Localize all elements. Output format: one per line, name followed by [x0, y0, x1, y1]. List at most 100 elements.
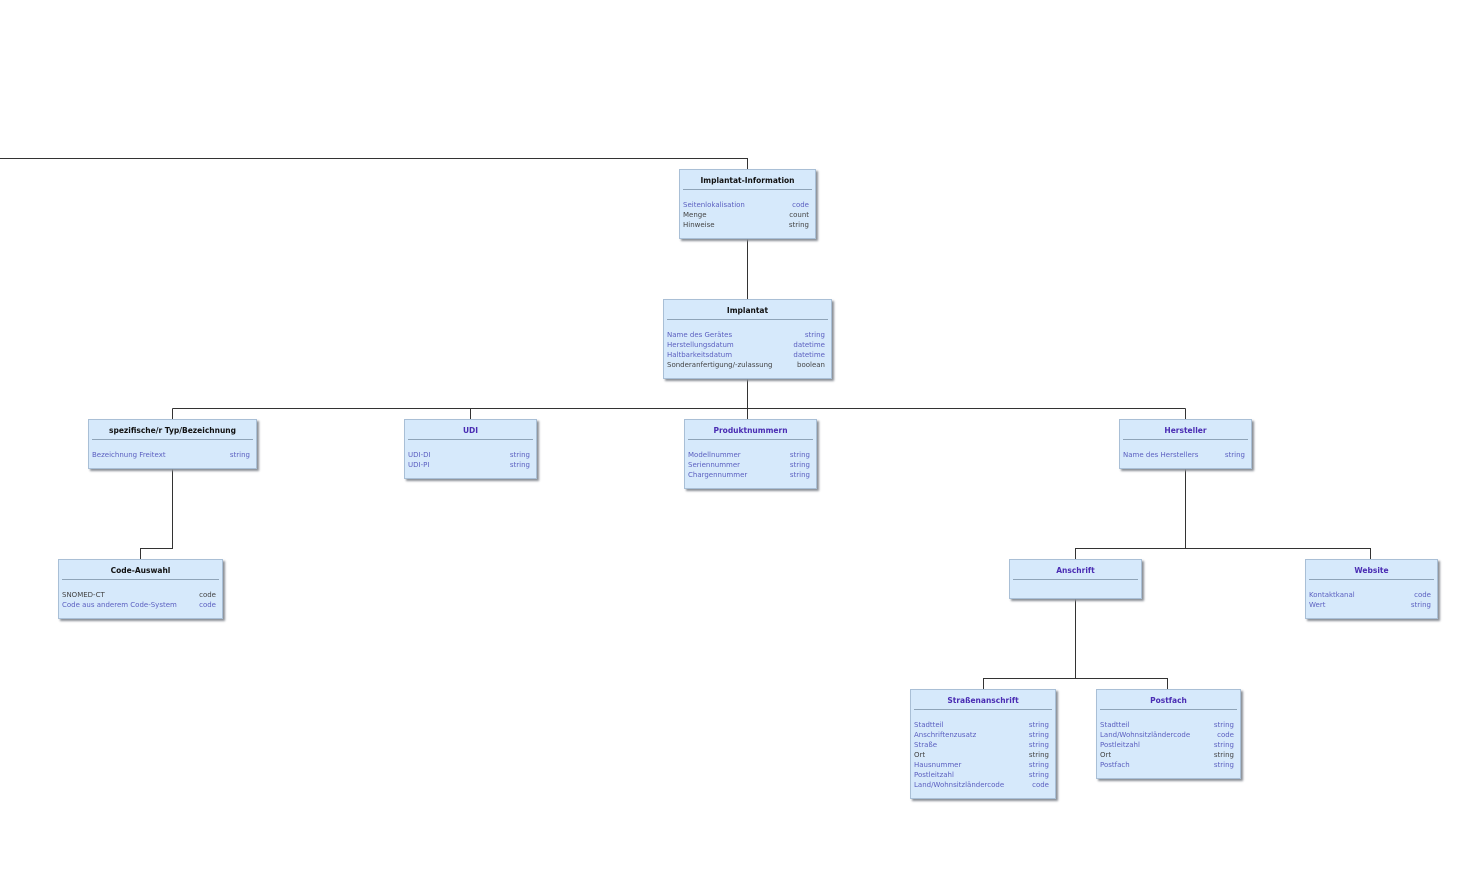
attribute-row[interactable]: Herstellungsdatum datetime	[667, 340, 825, 350]
attribute-row[interactable]: Hausnummer string	[914, 760, 1049, 770]
attribute-name: Menge	[683, 211, 707, 219]
attribute-type: string	[788, 221, 809, 229]
attribute-type: code	[199, 601, 216, 609]
connector	[1075, 548, 1371, 559]
class-title: Website	[1354, 566, 1389, 575]
attribute-type: code	[792, 201, 809, 209]
attribute-row[interactable]: Land/Wohnsitzländercode code	[1100, 730, 1234, 740]
divider	[62, 579, 219, 580]
attribute-name: Postfach	[1100, 761, 1130, 769]
attribute-type: count	[789, 211, 809, 219]
attribute-row[interactable]: Land/Wohnsitzländercode code	[914, 780, 1049, 790]
divider	[914, 709, 1052, 710]
attribute-name: Chargennummer	[688, 471, 748, 479]
attribute-row[interactable]: Seriennummer string	[688, 460, 810, 470]
attribute-type: string	[1213, 761, 1234, 769]
class-title: Implantat-Information	[700, 176, 795, 185]
attribute-name: Seriennummer	[688, 461, 741, 469]
attribute-name: Seitenlokalisation	[683, 201, 745, 209]
attribute-row[interactable]: Postfach string	[1100, 760, 1234, 770]
class-title: Code-Auswahl	[110, 566, 171, 575]
divider	[1100, 709, 1237, 710]
attribute-type: datetime	[793, 341, 825, 349]
attribute-name: Bezeichnung Freitext	[92, 451, 166, 459]
attribute-name: Land/Wohnsitzländercode	[1100, 731, 1191, 739]
divider	[667, 319, 828, 320]
attribute-name: Postleitzahl	[1100, 741, 1140, 749]
attribute-row[interactable]: Stadtteil string	[914, 720, 1049, 730]
class-box-anschrift[interactable]: Anschrift	[1009, 559, 1142, 599]
attribute-row[interactable]: Seitenlokalisation code	[683, 200, 809, 210]
connector	[0, 158, 748, 169]
attribute-name: Ort	[1100, 751, 1112, 759]
attribute-type: code	[199, 591, 216, 599]
attribute-name: Herstellungsdatum	[667, 341, 734, 349]
class-title: Produktnummern	[713, 426, 788, 435]
attribute-name: Wert	[1309, 601, 1326, 609]
connector	[140, 469, 173, 559]
attribute-name: Hinweise	[683, 221, 715, 229]
attribute-row[interactable]: Anschriftenzusatz string	[914, 730, 1049, 740]
attribute-name: Straße	[914, 741, 938, 749]
attribute-name: Code aus anderem Code-System	[62, 601, 177, 609]
attribute-type: string	[1028, 721, 1049, 729]
attribute-type: string	[789, 461, 810, 469]
attribute-name: Hausnummer	[914, 761, 962, 769]
attribute-name: UDI-DI	[408, 451, 431, 459]
attribute-type: string	[1224, 451, 1245, 459]
attribute-type: code	[1217, 731, 1234, 739]
attribute-type: string	[1028, 761, 1049, 769]
divider	[1013, 579, 1138, 580]
attribute-name: Name des Gerätes	[667, 331, 733, 339]
attribute-name: SNOMED-CT	[62, 591, 105, 599]
attribute-type: code	[1414, 591, 1431, 599]
attribute-name: Anschriftenzusatz	[914, 731, 977, 739]
attribute-type: code	[1032, 781, 1049, 789]
attribute-name: Land/Wohnsitzländercode	[914, 781, 1005, 789]
attribute-type: string	[1028, 771, 1049, 779]
attribute-name: UDI-PI	[408, 461, 430, 469]
attribute-type: string	[1028, 731, 1049, 739]
attribute-row[interactable]: Postleitzahl string	[1100, 740, 1234, 750]
attribute-name: Stadtteil	[914, 721, 944, 729]
class-title: Straßenanschrift	[947, 696, 1019, 705]
attribute-type: string	[1213, 741, 1234, 749]
attribute-row[interactable]: Code aus anderem Code-System code	[62, 600, 216, 610]
attribute-name: Sonderanfertigung/-zulassung	[667, 361, 773, 369]
class-title: Implantat	[726, 306, 769, 315]
divider	[1309, 579, 1434, 580]
class-title: Postfach	[1150, 696, 1187, 705]
